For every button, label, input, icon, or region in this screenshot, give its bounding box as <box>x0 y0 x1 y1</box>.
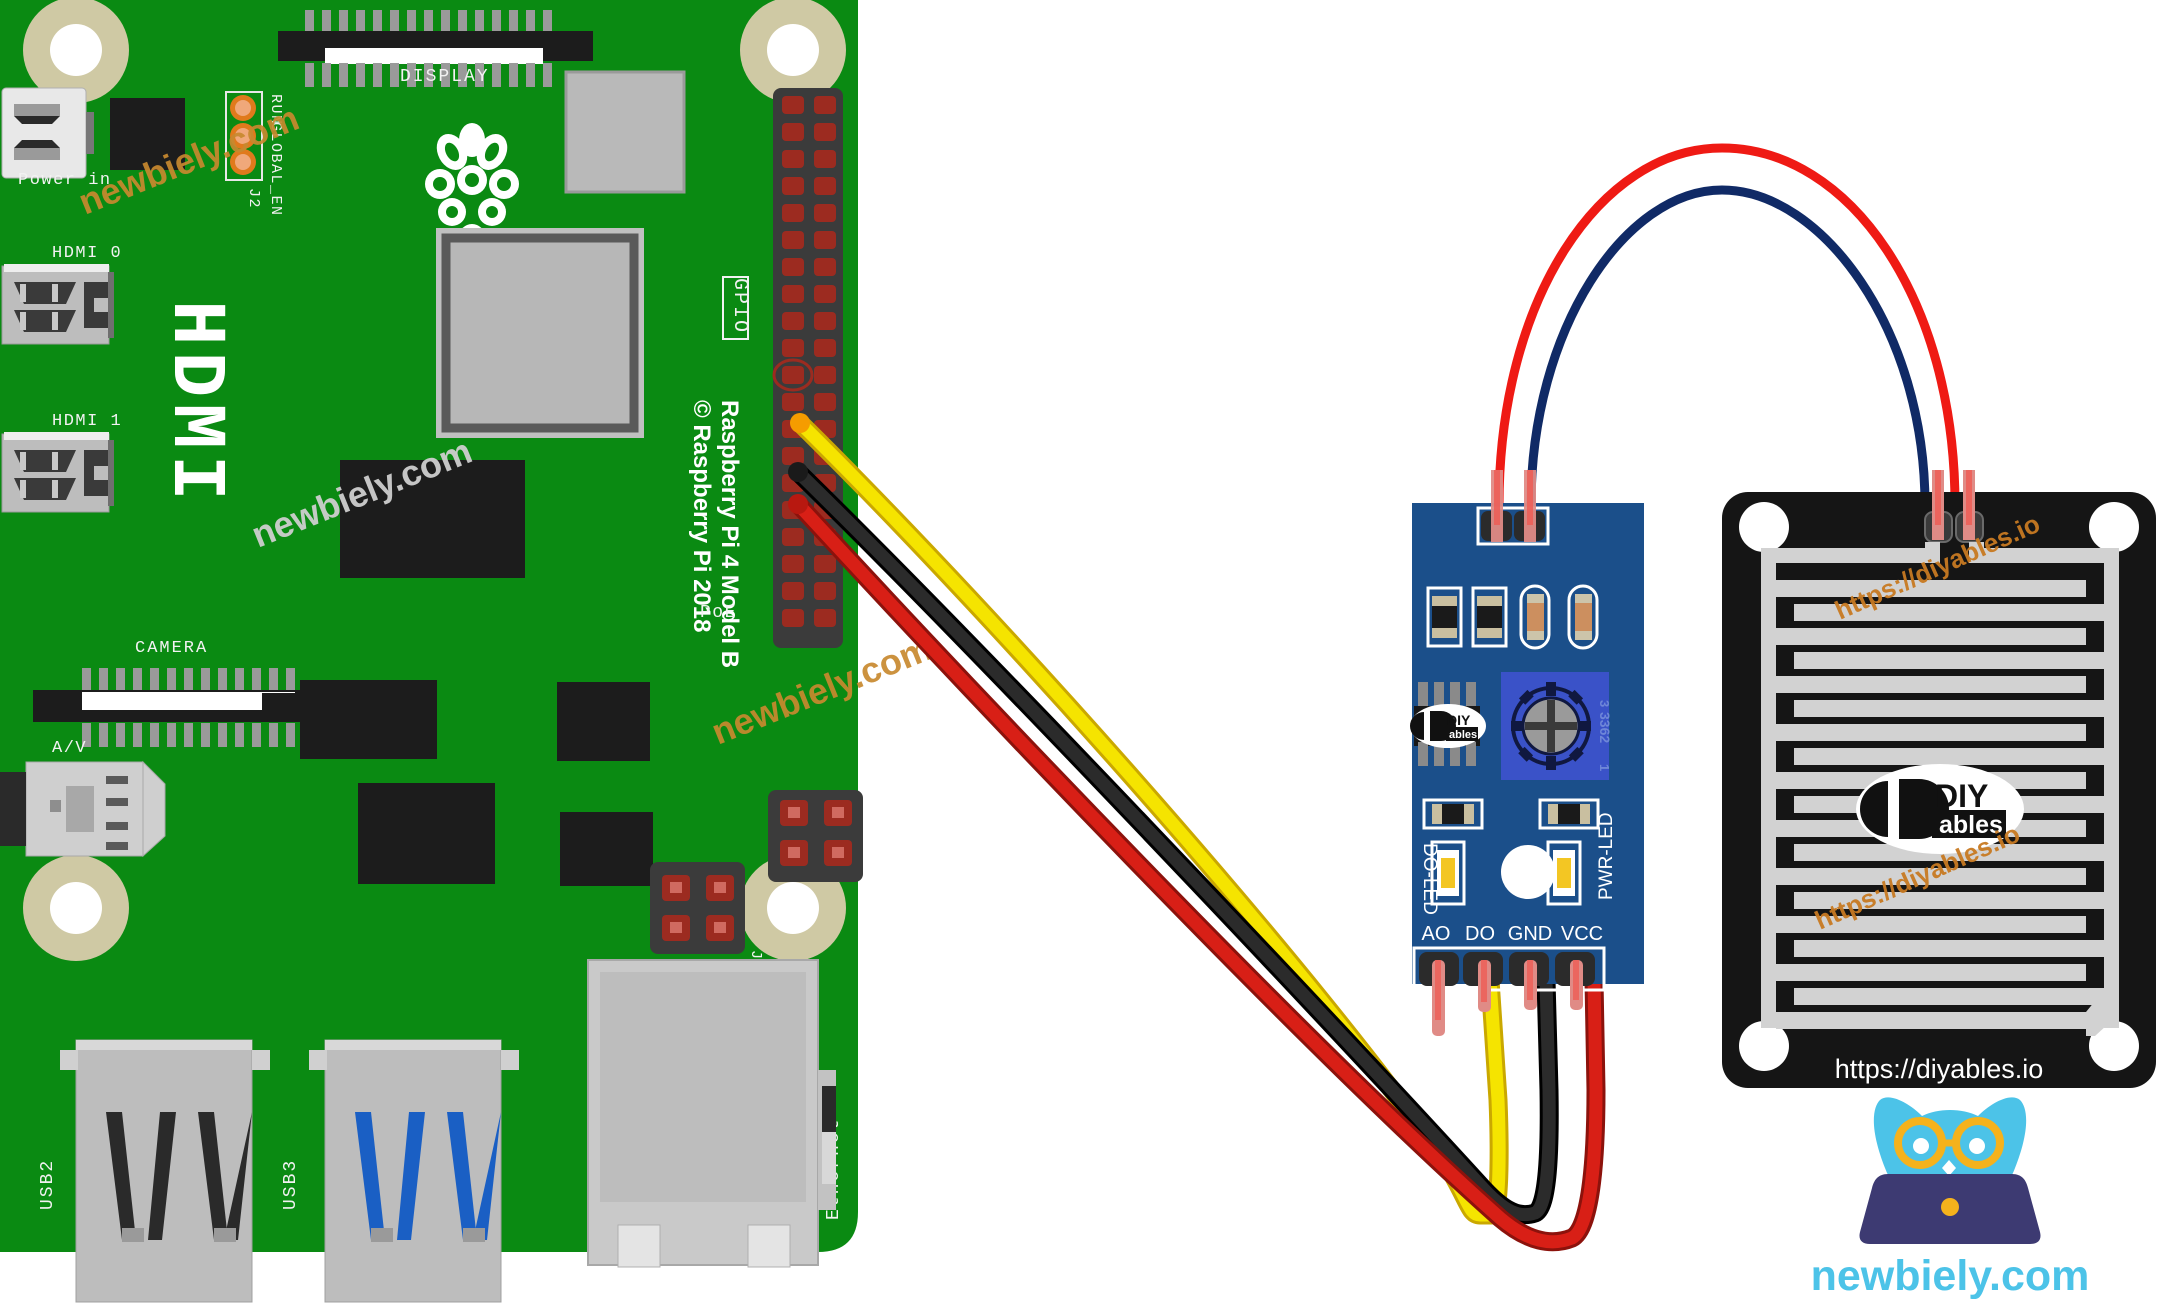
module-pin-label-vcc: VCC <box>1561 923 1603 945</box>
ethernet-port[interactable] <box>587 959 836 1268</box>
do-wire-endpoint <box>790 413 810 433</box>
soc-die <box>441 233 639 433</box>
module-pwr-led-label: PWR-LED <box>1596 812 1617 900</box>
gpio-pin1-marker <box>772 358 814 392</box>
silk-hdmi0-label: HDMI 0 <box>52 244 122 263</box>
av-jack[interactable] <box>0 760 166 858</box>
module-do-led <box>1430 840 1466 906</box>
sensor-plate-wires <box>1494 143 1960 510</box>
newbiely-logo-text: newbiely.com <box>1811 1252 2090 1300</box>
chip-a <box>300 680 437 759</box>
usb3-port[interactable] <box>309 1039 519 1303</box>
plate-hole-tl <box>1739 502 1789 552</box>
laptop-dot-icon <box>1941 1198 1959 1216</box>
plate-hole-bl <box>1739 1021 1789 1071</box>
silk-model-line1: Raspberry Pi 4 Model B <box>716 400 743 668</box>
silk-usb3-label: USB3 <box>281 1159 301 1210</box>
module-pin-label-do: DO <box>1465 923 1495 945</box>
module-do-led-label: DO-LED <box>1419 843 1440 915</box>
mounting-holes <box>23 0 846 961</box>
hdmi1-port[interactable] <box>1 432 114 513</box>
plate-pads[interactable] <box>1924 470 1984 543</box>
module-diyables-logo: DIY ables <box>1410 704 1486 748</box>
silk-j2-label: J2 <box>245 188 262 209</box>
module-pin-legs <box>1432 960 1583 1036</box>
silk-display-label: DISPLAY <box>400 67 490 87</box>
module-logo-ables: ables <box>1449 729 1477 741</box>
pot-pin-3-label: 3 <box>1597 700 1612 707</box>
j14-header[interactable] <box>768 790 863 882</box>
plate-hole-tr <box>2089 502 2139 552</box>
rain-sensor-module: DIY ables 3 3362 1 <box>1410 470 1644 1036</box>
plate-url-label: https://diyables.io <box>1835 1054 2044 1084</box>
module-pin-label-gnd: GND <box>1508 923 1552 945</box>
module-pin-label-ao: AO <box>1422 923 1451 945</box>
pot-code-label: 3362 <box>1597 712 1613 743</box>
plate-logo-ables: ables <box>1939 811 2003 839</box>
module-mount-hole <box>1501 845 1555 899</box>
silk-hdmi1-label: HDMI 1 <box>52 412 122 431</box>
module-pin-header[interactable] <box>1412 946 1606 992</box>
silk-av-label: A/V <box>52 739 87 758</box>
gpio-header[interactable] <box>772 88 843 648</box>
display-connector: DISPLAY <box>278 10 593 87</box>
plate-diyables-logo: DIY ables <box>1856 764 2024 854</box>
gnd-wire <box>791 465 1556 1222</box>
ram-chip <box>340 460 525 578</box>
pot-pin-1-label: 1 <box>1597 764 1612 771</box>
chip-b <box>557 682 650 761</box>
silk-poe-label: PoE <box>700 603 737 623</box>
silk-power-in-label: Power in <box>18 171 112 190</box>
chip-d <box>560 812 653 886</box>
silk-camera-label: CAMERA <box>135 639 208 658</box>
vcc-wire <box>791 497 1603 1249</box>
silk-run-label: RUN <box>267 94 284 126</box>
plate-logo-diy: DIY <box>1935 778 1988 814</box>
vcc-wire-endpoint <box>788 494 808 514</box>
j2-header[interactable] <box>225 91 263 181</box>
module-top-connector[interactable] <box>1476 470 1550 546</box>
chip-c <box>358 783 495 884</box>
raspberry-pi-board: DISPLAY Power in RUN GLOBAL_EN J2 <box>0 0 863 1303</box>
hdmi0-port[interactable] <box>1 264 114 345</box>
gpio-label-box <box>722 276 749 340</box>
gpio-wires <box>788 413 1606 1252</box>
module-logo-diy: DIY <box>1447 712 1471 728</box>
chip-e <box>262 693 302 721</box>
silk-model-line2: © Raspberry Pi 2018 <box>688 400 715 632</box>
poe-header[interactable] <box>650 862 745 954</box>
sensor-wire-navy <box>1526 185 1930 510</box>
sensor-wire-red <box>1494 143 1960 510</box>
module-smd-row <box>1426 584 1599 650</box>
owl-beak-icon <box>1942 1160 1956 1176</box>
power-in-connector[interactable] <box>1 87 94 179</box>
gnd-wire-endpoint <box>788 462 808 482</box>
pi-pcb-corner <box>0 1200 100 1252</box>
wireless-shield <box>564 70 686 194</box>
silk-hdmi-big-label: HDMI <box>152 300 238 506</box>
rain-sensor-plate: DIY ables https://diyables.io https://di… <box>1722 470 2156 1088</box>
silk-global-en-label: GLOBAL_EN <box>267 122 284 217</box>
silk-gpio-label: GPIO <box>728 278 751 334</box>
module-potentiometer[interactable]: 3 3362 1 <box>1501 672 1613 780</box>
newbiely-logo: newbiely.com <box>1811 1097 2090 1300</box>
silk-usb2-label: USB2 <box>38 1159 58 1210</box>
module-lower-smd <box>1422 798 1600 830</box>
pmic-chip <box>110 98 185 170</box>
usb2-port[interactable] <box>60 1039 270 1303</box>
plate-hole-br <box>2089 1021 2139 1071</box>
